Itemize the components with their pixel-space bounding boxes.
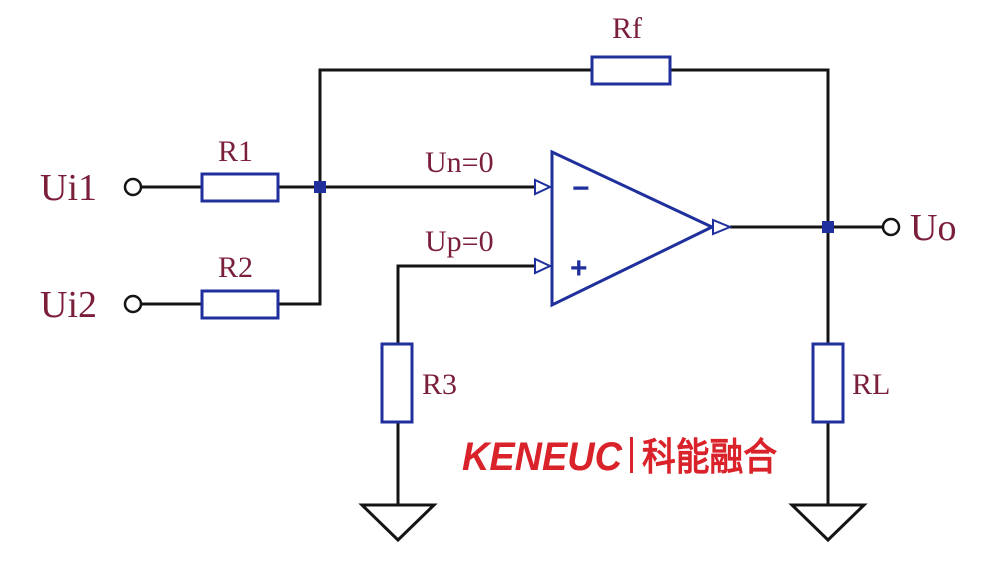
ground-symbol-rl bbox=[788, 503, 868, 543]
watermark-logo: KENEUC 科能融合 bbox=[462, 435, 777, 479]
label-up: Up=0 bbox=[425, 225, 494, 258]
label-r2: R2 bbox=[218, 251, 253, 284]
label-r1: R1 bbox=[218, 135, 253, 168]
input-arrow-inverting bbox=[534, 178, 553, 196]
junction-dot-input bbox=[314, 181, 326, 193]
input-arrow-noninverting bbox=[534, 257, 553, 275]
resistor-r1 bbox=[200, 172, 280, 203]
label-r3: R3 bbox=[422, 368, 457, 401]
label-rf: Rf bbox=[612, 12, 642, 45]
label-ui2: Ui2 bbox=[40, 284, 97, 326]
junction-dot-output bbox=[822, 221, 834, 233]
label-uo: Uo bbox=[910, 207, 956, 249]
terminal-ui2 bbox=[123, 294, 143, 314]
resistor-rl bbox=[811, 342, 845, 424]
logo-brand-cn: 科能融合 bbox=[642, 435, 777, 479]
terminal-uo bbox=[881, 217, 901, 237]
noninverting-sign: + bbox=[570, 252, 588, 285]
resistor-r3 bbox=[380, 342, 414, 424]
wires bbox=[141, 68, 883, 505]
op-amp: − + bbox=[534, 149, 733, 308]
resistor-rf bbox=[590, 55, 672, 86]
logo-brand-latin: KENEUC bbox=[462, 435, 623, 479]
terminal-ui1 bbox=[123, 177, 143, 197]
output-arrow bbox=[712, 218, 733, 236]
label-ui1: Ui1 bbox=[40, 167, 97, 209]
inverting-sign: − bbox=[572, 172, 590, 205]
label-rl: RL bbox=[852, 368, 890, 401]
ground-symbol-r3 bbox=[358, 503, 438, 543]
logo-divider bbox=[630, 437, 633, 473]
resistor-r2 bbox=[200, 289, 280, 320]
label-un: Un=0 bbox=[425, 146, 494, 179]
